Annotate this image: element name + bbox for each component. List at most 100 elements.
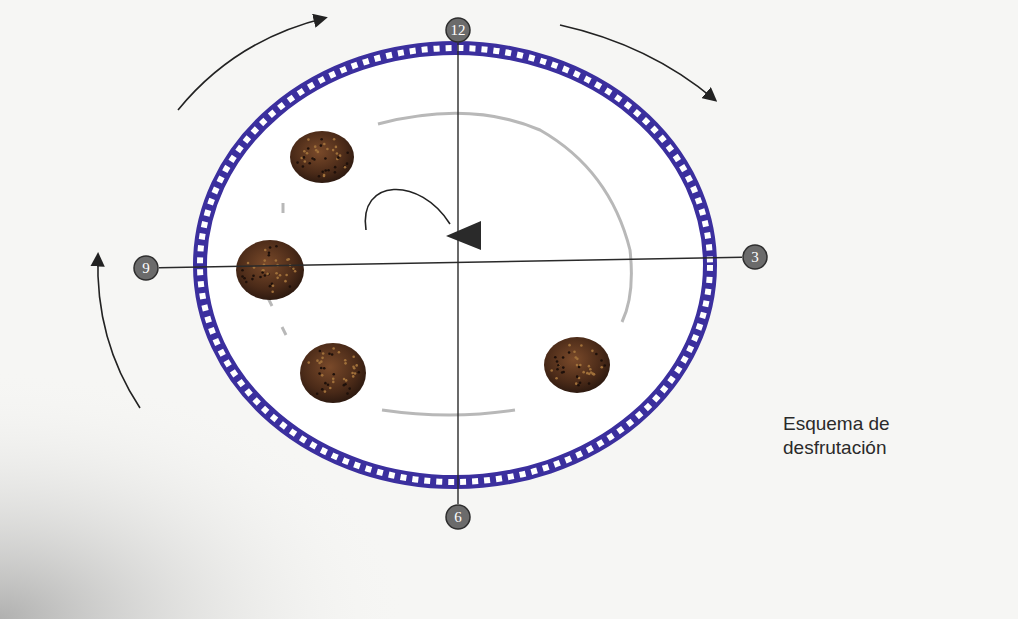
- food-speck: [344, 359, 347, 362]
- food-portion: [236, 240, 304, 300]
- food-speck: [358, 371, 361, 374]
- food-speck: [582, 371, 585, 374]
- food-speck: [558, 364, 561, 367]
- food-speck: [307, 147, 310, 150]
- food-speck: [324, 382, 327, 385]
- food-speck: [289, 285, 292, 288]
- food-speck: [321, 357, 324, 360]
- food-speck: [332, 377, 335, 380]
- food-speck: [339, 154, 342, 157]
- food-speck: [261, 271, 264, 274]
- food-speck: [344, 362, 347, 365]
- food-speck: [269, 285, 272, 288]
- food-speck: [320, 138, 323, 141]
- food-speck: [343, 378, 346, 381]
- food-portion: [290, 131, 354, 183]
- food-speck: [243, 277, 246, 280]
- food-speck: [303, 156, 306, 159]
- food-speck: [355, 364, 358, 367]
- food-speck: [568, 351, 571, 354]
- food-speck: [275, 259, 278, 262]
- food-speck: [576, 364, 579, 367]
- food-speck: [323, 143, 326, 146]
- food-speck: [345, 379, 348, 382]
- food-speck: [352, 356, 355, 359]
- food-speck: [321, 388, 324, 391]
- food-speck: [285, 274, 288, 277]
- food-speck: [331, 353, 334, 356]
- clock-number-text: 12: [451, 23, 466, 38]
- food-speck: [324, 169, 327, 172]
- food-speck: [251, 278, 254, 281]
- turn-arrow: [365, 189, 450, 230]
- food-speck: [576, 375, 579, 378]
- food-speck: [556, 360, 559, 363]
- food-speck: [307, 138, 310, 141]
- food-speck: [318, 372, 321, 375]
- food-speck: [334, 171, 337, 174]
- clock-number-text: 3: [751, 250, 759, 265]
- food-speck: [294, 270, 297, 273]
- food-speck: [284, 280, 287, 283]
- food-speck: [329, 387, 332, 390]
- food-speck: [335, 146, 338, 149]
- food-speck: [603, 364, 606, 367]
- food-speck: [252, 275, 255, 278]
- food-speck: [245, 281, 248, 284]
- food-speck: [586, 372, 589, 375]
- food-speck: [562, 356, 565, 359]
- food-speck: [336, 152, 339, 155]
- food-speck: [343, 166, 346, 169]
- axis-line: [159, 257, 742, 268]
- food-speck: [332, 347, 335, 350]
- food-speck: [262, 269, 265, 272]
- food-speck: [589, 368, 592, 371]
- food-speck: [346, 151, 349, 154]
- food-speck: [308, 162, 311, 165]
- food-speck: [332, 373, 335, 376]
- food-speck: [550, 369, 553, 372]
- food-speck: [352, 375, 355, 378]
- food-speck: [269, 246, 272, 249]
- guide-arc: [282, 203, 285, 213]
- food-speck: [320, 367, 323, 370]
- food-speck: [287, 258, 290, 261]
- food-speck: [314, 145, 317, 148]
- food-speck: [332, 149, 335, 152]
- axis-line: [457, 43, 458, 504]
- food-portion: [544, 337, 610, 393]
- food-speck: [279, 274, 282, 277]
- food-speck: [576, 358, 579, 361]
- food-speck: [338, 351, 341, 354]
- number-circle-shape: [446, 18, 470, 42]
- food-speck: [268, 254, 271, 257]
- food-speck: [316, 359, 319, 362]
- food-speck: [276, 277, 279, 280]
- food-portion: [300, 343, 366, 403]
- food-speck: [315, 149, 318, 152]
- food-speck: [271, 291, 274, 294]
- food-speck: [241, 269, 244, 272]
- food-speck: [600, 366, 603, 369]
- food-speck: [344, 166, 347, 169]
- food-speck: [562, 366, 565, 369]
- food-speck: [247, 262, 250, 265]
- food-speck: [323, 174, 326, 177]
- food-speck: [556, 368, 559, 371]
- clock-number-text: 9: [142, 261, 150, 276]
- number-circle-shape: [446, 505, 470, 529]
- clock-number: 12: [445, 17, 471, 43]
- food-speck: [241, 275, 244, 278]
- clock-number: 9: [133, 255, 159, 281]
- food-speck: [320, 360, 323, 363]
- food-speck: [321, 170, 324, 173]
- guide-arc: [282, 327, 286, 335]
- caption: Esquema de desfrutación: [783, 412, 933, 460]
- food-speck: [591, 350, 594, 353]
- food-speck: [275, 245, 278, 248]
- food-speck: [324, 157, 327, 160]
- food-speck: [334, 166, 337, 169]
- food-speck: [302, 165, 305, 168]
